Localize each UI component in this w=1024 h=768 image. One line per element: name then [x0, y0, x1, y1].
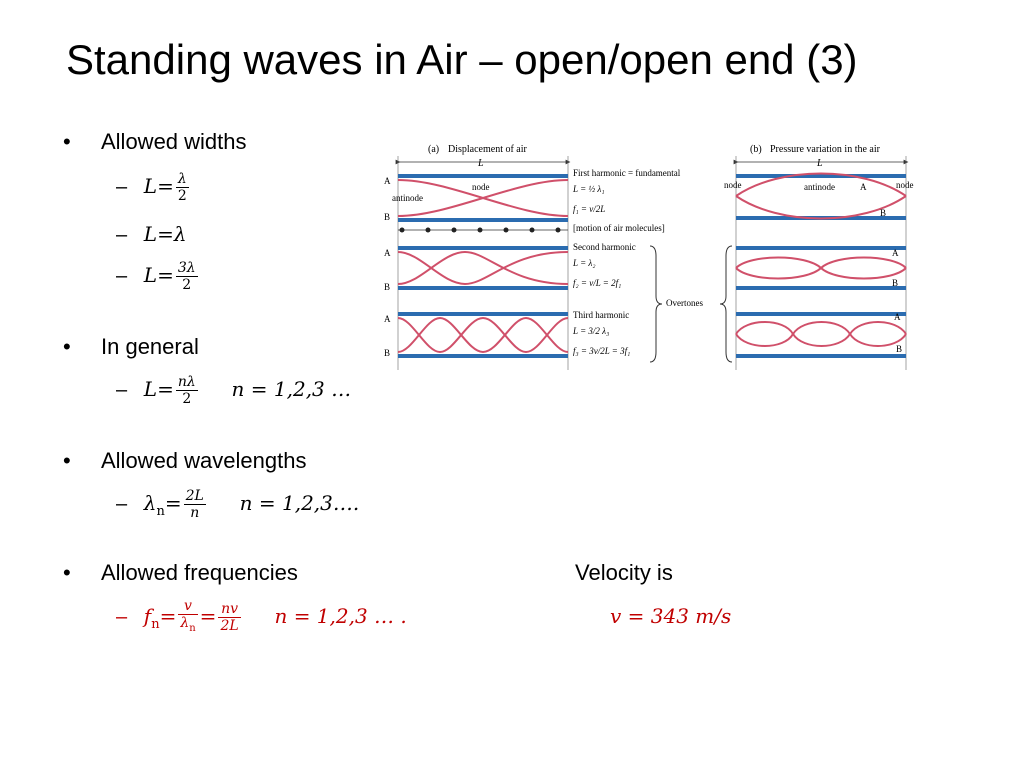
svg-text:A: A: [384, 176, 391, 186]
svg-text:B: B: [892, 278, 898, 288]
tube-wall-top: [398, 174, 568, 178]
wave-curve: [397, 179, 569, 217]
svg-text:node: node: [896, 180, 914, 190]
svg-text:f₃ = 3v/2L = 3f₁: f₃ = 3v/2L = 3f₁: [573, 346, 630, 356]
svg-text:L = 3/2 λ₃: L = 3/2 λ₃: [572, 326, 609, 336]
overtones-label: Overtones: [666, 298, 703, 308]
fig-b-label: (b): [750, 144, 762, 155]
svg-text:B: B: [384, 348, 390, 358]
standing-wave-figure: (a) Displacement of air L A B antinode n…: [384, 144, 914, 370]
page-title: Standing waves in Air – open/open end (3…: [66, 36, 858, 83]
fig-a-label: (a): [428, 144, 439, 155]
bullet-dot: •: [63, 334, 71, 359]
svg-text:A: A: [384, 248, 391, 258]
air-molecules: [399, 227, 561, 233]
svg-text:L = ½ λ₁: L = ½ λ₁: [572, 184, 604, 194]
svg-text:A: A: [892, 248, 899, 258]
svg-text:A: A: [860, 182, 867, 192]
bullet-in-general: • In general: [63, 334, 199, 359]
svg-text:L = λ₂: L = λ₂: [572, 258, 595, 268]
svg-text:node: node: [724, 180, 742, 190]
svg-text:B: B: [384, 282, 390, 292]
brace-left: [649, 245, 663, 363]
bullet-allowed-wavelengths: • Allowed wavelengths: [63, 448, 307, 473]
fig-a-title: Displacement of air: [448, 144, 528, 155]
eq-width-2: – L=λ: [116, 222, 187, 246]
svg-text:antinode: antinode: [804, 182, 835, 192]
svg-text:B: B: [880, 208, 886, 218]
bullet-allowed-frequencies: • Allowed frequencies: [63, 560, 298, 585]
bullet-dot: •: [63, 448, 71, 473]
bullet-dot: •: [63, 560, 71, 585]
velocity-value: v = 343 m/s: [610, 604, 732, 628]
fig-a-L: L: [477, 158, 484, 169]
velocity-label: Velocity is: [575, 560, 673, 585]
svg-text:B: B: [896, 344, 902, 354]
bullet-allowed-widths: • Allowed widths: [63, 129, 247, 154]
svg-text:f₂ = v/L = 2f₁: f₂ = v/L = 2f₁: [573, 278, 621, 288]
antinode-label: antinode: [392, 193, 423, 203]
brace-right: [719, 245, 733, 363]
svg-text:f₁ = v/2L: f₁ = v/2L: [573, 204, 605, 214]
svg-text:First harmonic = fundamental: First harmonic = fundamental: [573, 168, 681, 178]
bullet-dot: •: [63, 129, 71, 154]
fig-b-title: Pressure variation in the air: [770, 144, 881, 155]
svg-text:L: L: [816, 158, 823, 169]
svg-text:Third harmonic: Third harmonic: [573, 310, 629, 320]
tube-wall-bottom: [398, 218, 568, 222]
svg-text:B: B: [384, 212, 390, 222]
svg-text:A: A: [384, 314, 391, 324]
svg-text:Second harmonic: Second harmonic: [573, 242, 636, 252]
svg-text:[motion of air molecules]: [motion of air molecules]: [573, 223, 665, 233]
svg-text:A: A: [894, 312, 901, 322]
node-label: node: [472, 182, 490, 192]
